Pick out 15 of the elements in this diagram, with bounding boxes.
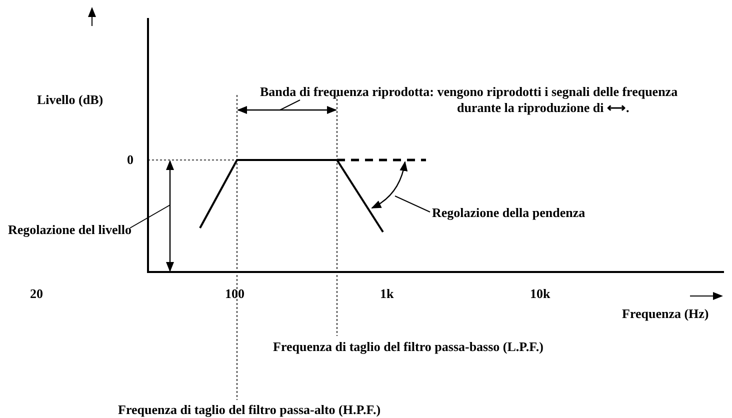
leader-line	[130, 204, 170, 228]
axis-title: Livello (dB)	[37, 92, 104, 108]
axis-title: Frequenza (Hz)	[622, 306, 709, 322]
cutoff-caption: Frequenza di taglio del filtro passa-basso (L.P.F.)	[273, 339, 544, 355]
leader-line	[394, 196, 430, 212]
tick-label: 10k	[530, 286, 550, 302]
tick-label: 1k	[380, 286, 394, 302]
leader-line	[280, 100, 300, 110]
tick-label: 0	[127, 152, 134, 168]
annotation-text: Regolazione del livello	[8, 222, 138, 238]
cutoff-caption: Frequenza di taglio del filtro passa-alto (H.P.F.)	[118, 402, 381, 418]
band-description-text: Banda di frequenza riprodotta: vengono riprodotti i segnali delle frequenza durante la riproduzione di ⟷.	[260, 84, 720, 116]
tick-label: 20	[30, 286, 43, 302]
annotation-text: Regolazione della pendenza	[432, 205, 632, 221]
tick-label: 100	[225, 286, 244, 302]
